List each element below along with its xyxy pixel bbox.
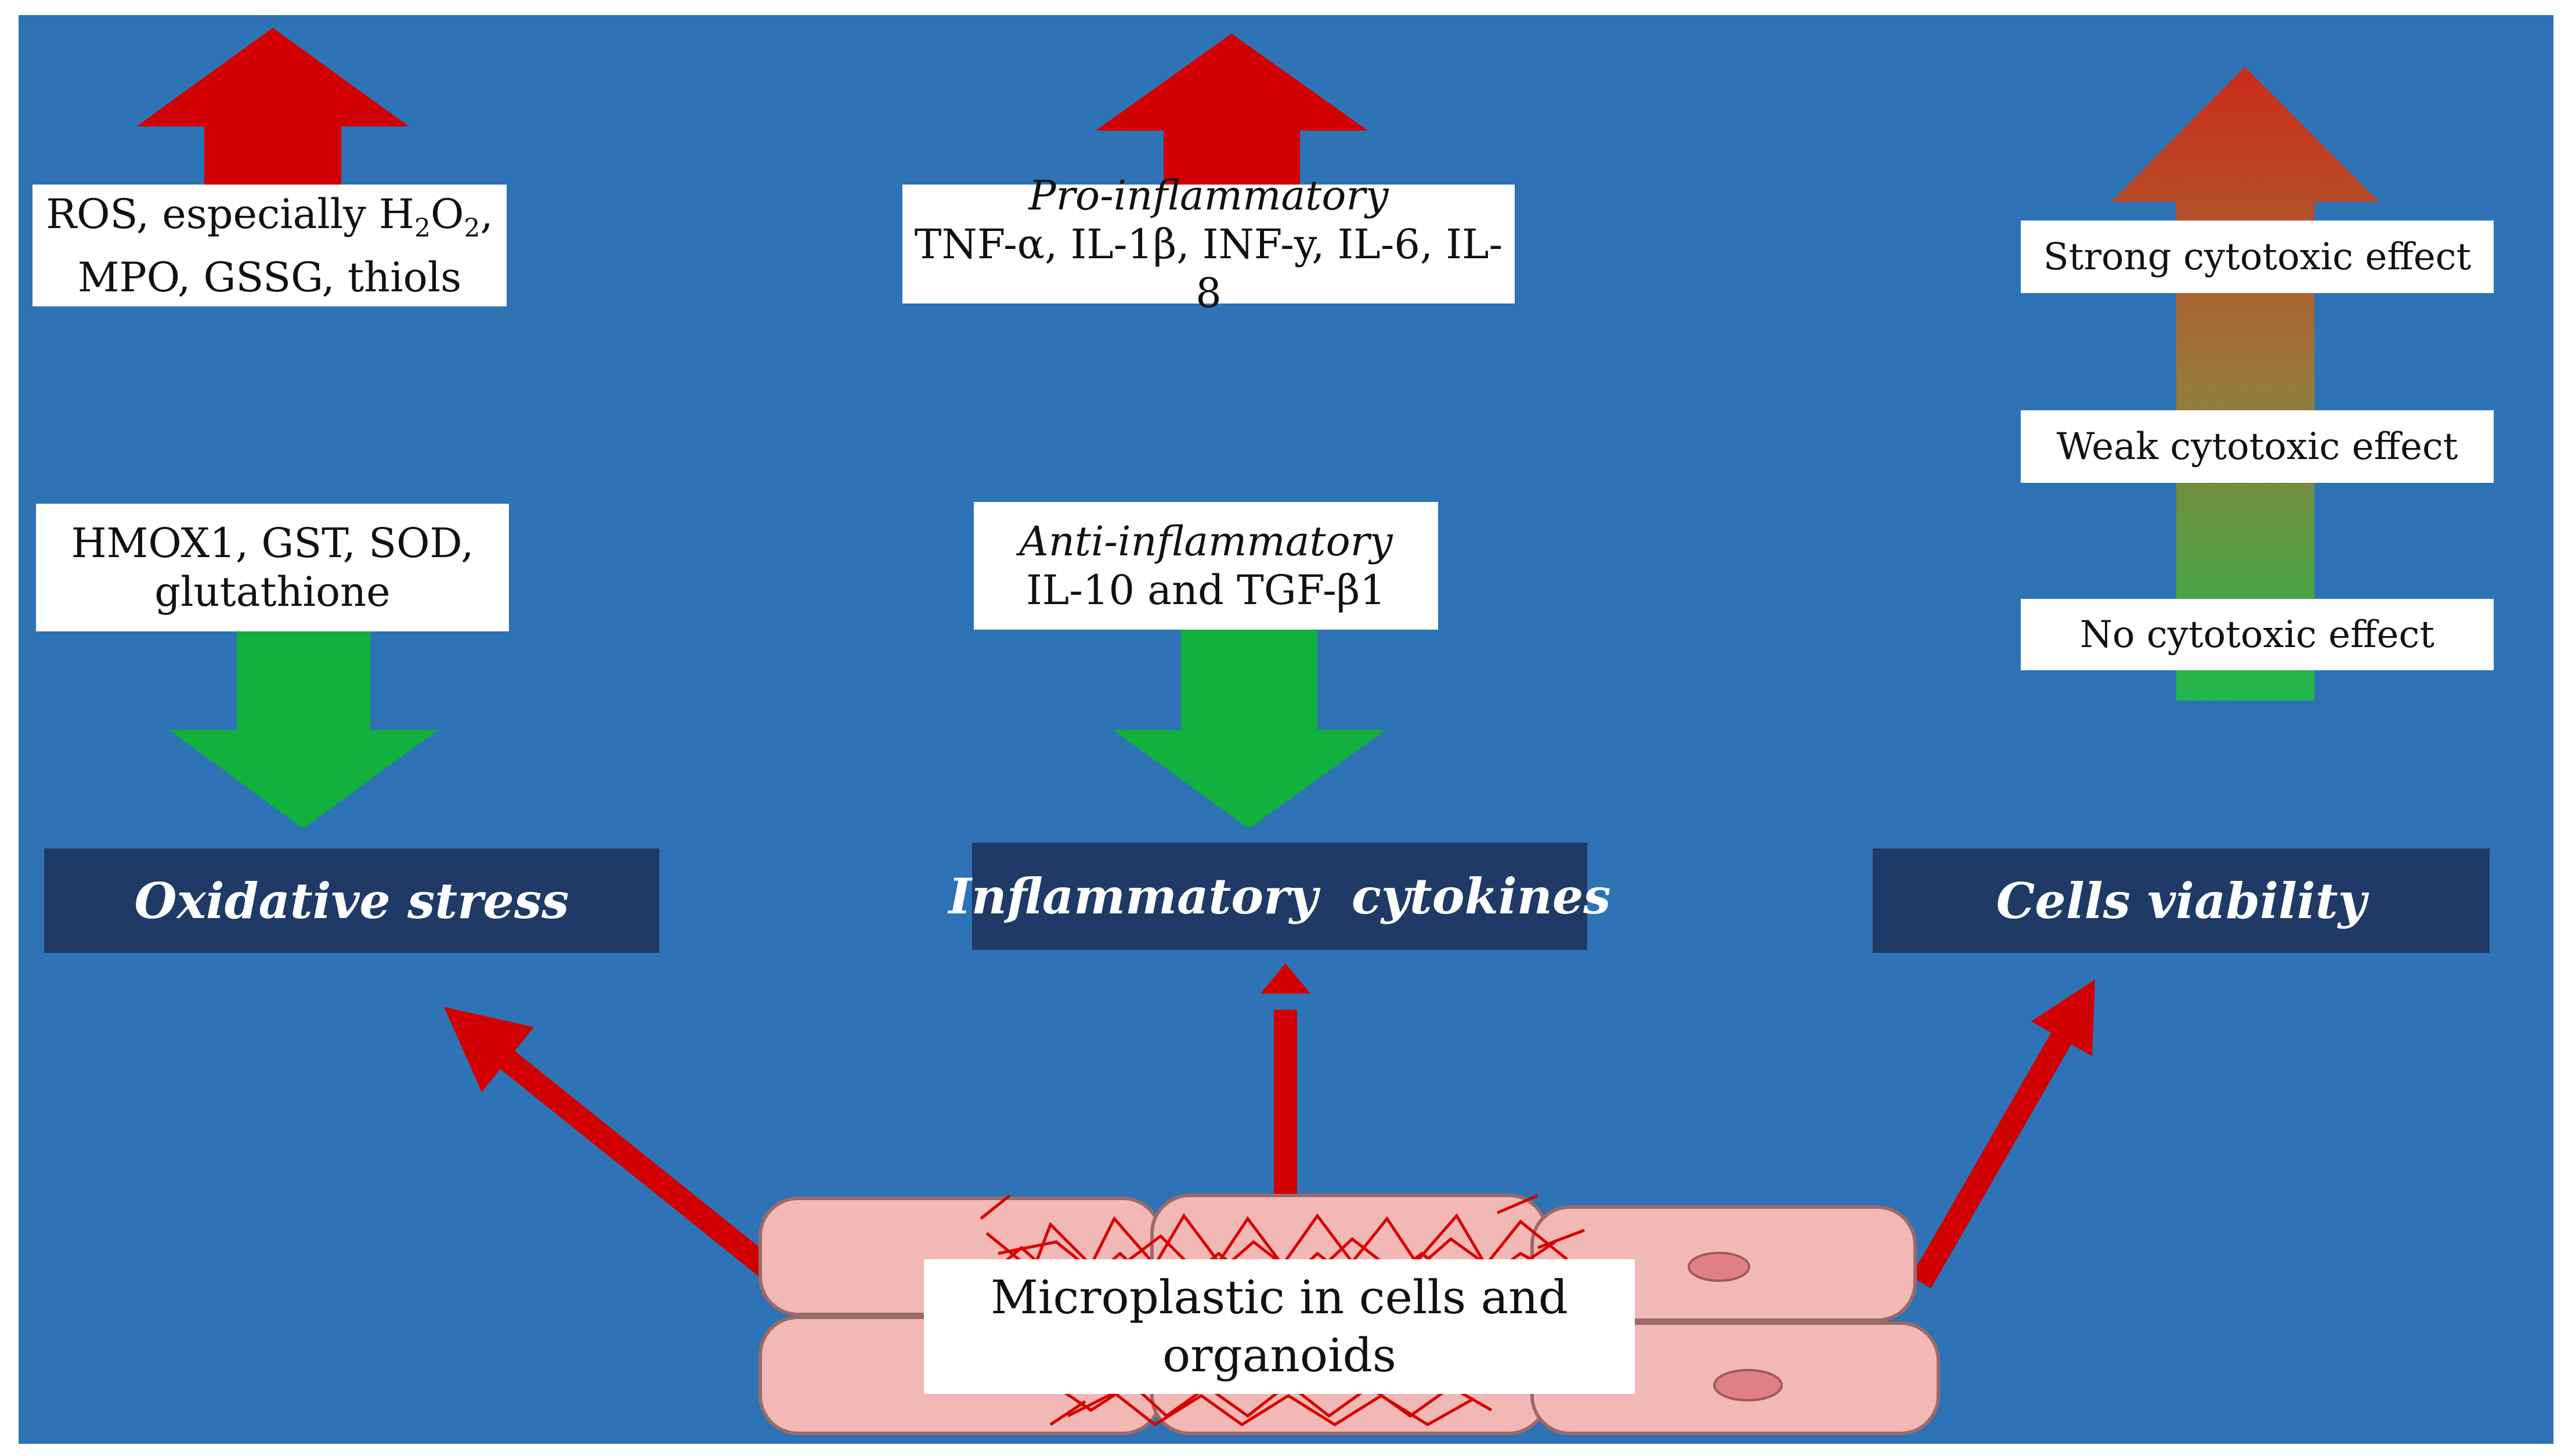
- anti-inflammatory-box: Anti-inflammatory IL-10 and TGF-β1: [974, 502, 1438, 630]
- microplastic-label: Microplastic in cells and organoids: [924, 1259, 1635, 1394]
- anti-inflammatory-heading: Anti-inflammatory: [1019, 518, 1393, 565]
- oxidative-up-arrow: [136, 28, 409, 185]
- arrow-to-inflammatory-head: [1260, 963, 1310, 993]
- cell-nucleus: [1688, 1252, 1750, 1282]
- inflammatory-down-arrow: [1113, 627, 1386, 829]
- ros-box-line1: ROS, especially H2O2,: [46, 190, 493, 243]
- anti-inflammatory-cytokines: IL-10 and TGF-β1: [1026, 566, 1386, 614]
- category-oxidative-stress: Oxidative stress: [44, 848, 659, 953]
- arrow-to-oxidative-stress-head: [444, 1007, 534, 1092]
- pro-inflammatory-box: Pro-inflammatory TNF-α, IL-1β, INF-y, IL…: [902, 172, 1515, 317]
- antioxidant-line2: glutathione: [154, 568, 391, 616]
- cell-nucleus: [1713, 1369, 1783, 1401]
- category-cells-viability: Cells viability: [1873, 848, 2490, 953]
- antioxidant-line1: HMOX1, GST, SOD,: [71, 519, 474, 567]
- ros-box: ROS, especially H2O2, MPO, GSSG, thiols: [32, 185, 507, 306]
- arrow-to-viability-shaft: [1910, 1024, 2076, 1288]
- viability-level-weak: Weak cytotoxic effect: [2021, 410, 2494, 483]
- viability-level-none: No cytotoxic effect: [2021, 599, 2494, 670]
- oxidative-down-arrow: [169, 627, 438, 829]
- microplastic-label-line2: organoids: [1162, 1328, 1396, 1382]
- viability-level-strong: Strong cytotoxic effect: [2021, 221, 2494, 293]
- microplastic-label-line1: Microplastic in cells and: [991, 1270, 1568, 1324]
- ros-box-line2: MPO, GSSG, thiols: [77, 253, 462, 301]
- pro-inflammatory-heading: Pro-inflammatory: [1028, 171, 1389, 219]
- arrow-to-viability-head: [2031, 980, 2095, 1056]
- arrow-to-oxidative-stress-shaft: [492, 1044, 785, 1286]
- inflammatory-up-arrow: [1096, 34, 1368, 185]
- antioxidant-box: HMOX1, GST, SOD, glutathione: [36, 504, 509, 631]
- pro-inflammatory-cytokines: TNF-α, IL-1β, INF-y, IL-6, IL-8: [914, 220, 1503, 317]
- category-inflammatory-cytokines: Inflammatory cytokines: [948, 843, 1611, 950]
